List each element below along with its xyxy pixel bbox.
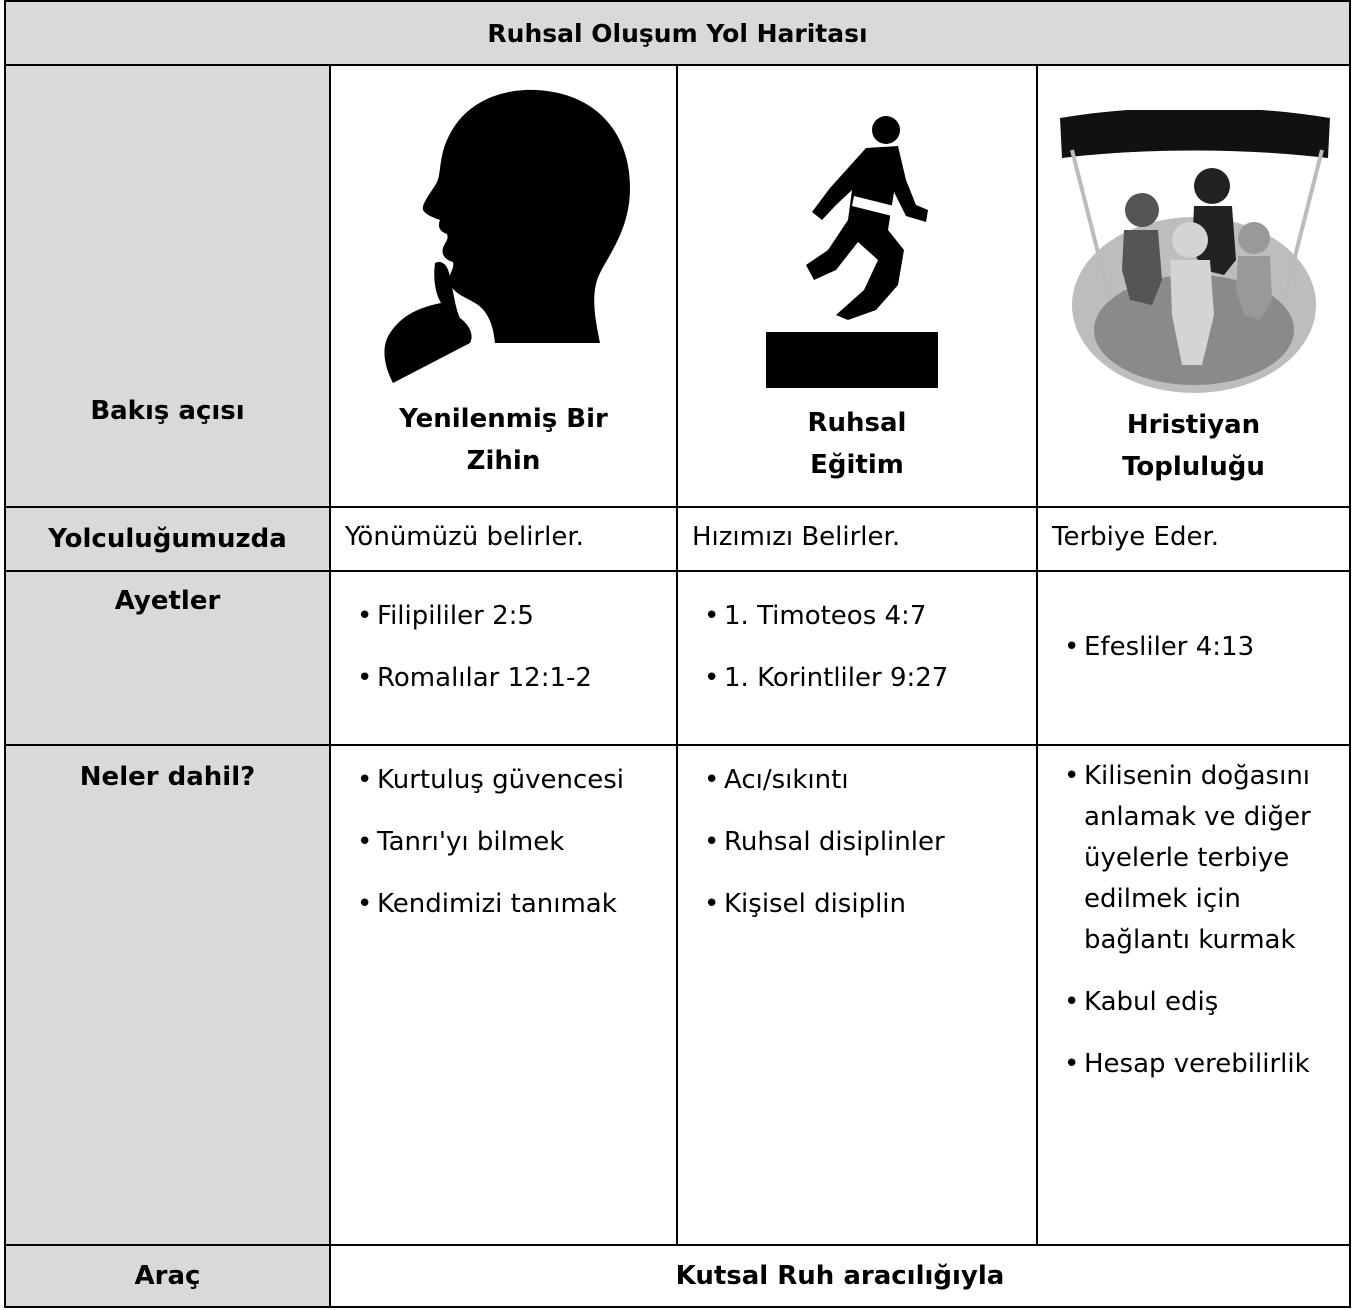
- list-item: 1. Korintliler 9:27: [700, 658, 1036, 699]
- list-item: Efesliler 4:13: [1060, 627, 1349, 668]
- perspective-label-3-line2: Topluluğu: [1122, 452, 1265, 482]
- journey-col-2: Hızımızı Belirler.: [678, 508, 1038, 572]
- journey-col-3: Terbiye Eder.: [1038, 508, 1351, 572]
- perspective-label-1: Yenilenmiş Bir Zihin: [331, 398, 676, 482]
- perspective-header-label: Bakış açısı: [90, 396, 245, 426]
- row-header-included: Neler dahil?: [4, 746, 331, 1246]
- included-col-2: Acı/sıkıntı Ruhsal disiplinler Kişisel d…: [678, 746, 1038, 1246]
- verses-col-3: Efesliler 4:13: [1038, 572, 1351, 746]
- perspective-label-1-line1: Yenilenmiş Bir: [399, 404, 608, 434]
- list-item: Romalılar 12:1-2: [353, 658, 676, 699]
- list-item: Kişisel disiplin: [700, 884, 1036, 925]
- row-header-perspective: Bakış açısı: [4, 66, 331, 508]
- community-runners-icon: [1060, 110, 1330, 393]
- list-item: Kabul ediş: [1060, 982, 1336, 1023]
- row-header-verses: Ayetler: [4, 572, 331, 746]
- perspective-label-1-line2: Zihin: [466, 446, 541, 476]
- list-item: Ruhsal disiplinler: [700, 822, 1036, 863]
- row-header-means: Araç: [4, 1246, 331, 1308]
- perspective-label-2-line1: Ruhsal: [807, 408, 907, 438]
- perspective-col-2: Ruhsal Eğitim: [678, 66, 1038, 508]
- roadmap-table: Ruhsal Oluşum Yol Haritası Bakış açısı Y…: [4, 0, 1351, 1308]
- list-item: Hesap verebilirlik: [1060, 1044, 1336, 1085]
- means-value: Kutsal Ruh aracılığıyla: [331, 1246, 1351, 1308]
- included-col-3: Kilisenin doğasını anlamak ve diğer üyel…: [1038, 746, 1351, 1246]
- verses-col-1: Filipililer 2:5 Romalılar 12:1-2: [331, 572, 678, 746]
- perspective-label-3: Hristiyan Topluluğu: [1038, 404, 1349, 488]
- table-title: Ruhsal Oluşum Yol Haritası: [4, 0, 1351, 66]
- perspective-col-3: Hristiyan Topluluğu: [1038, 66, 1351, 508]
- row-header-journey: Yolculuğumuzda: [4, 508, 331, 572]
- list-item: Tanrı'yı bilmek: [353, 822, 676, 863]
- perspective-label-2: Ruhsal Eğitim: [678, 402, 1036, 486]
- journey-col-1: Yönümüzü belirler.: [331, 508, 678, 572]
- runner-icon: [766, 116, 938, 388]
- list-item: Kilisenin doğasını anlamak ve diğer üyel…: [1060, 756, 1336, 961]
- included-col-1: Kurtuluş güvencesi Tanrı'yı bilmek Kendi…: [331, 746, 678, 1246]
- list-item: 1. Timoteos 4:7: [700, 596, 1036, 637]
- list-item: Filipililer 2:5: [353, 596, 676, 637]
- list-item: Acı/sıkıntı: [700, 760, 1036, 801]
- list-item: Kendimizi tanımak: [353, 884, 676, 925]
- perspective-col-1: Yenilenmiş Bir Zihin: [331, 66, 678, 508]
- verses-col-2: 1. Timoteos 4:7 1. Korintliler 9:27: [678, 572, 1038, 746]
- perspective-label-3-line1: Hristiyan: [1126, 410, 1261, 440]
- thinking-head-icon: [384, 89, 630, 383]
- perspective-label-2-line2: Eğitim: [810, 450, 904, 480]
- list-item: Kurtuluş güvencesi: [353, 760, 676, 801]
